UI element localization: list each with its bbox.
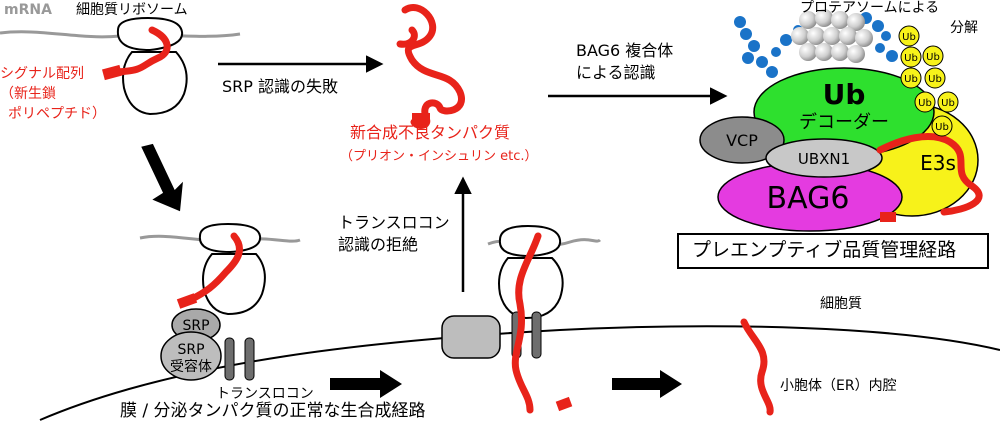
ub-tag-labels: Ub Ub Ub Ub Ub Ub Ub Ub (902, 32, 955, 133)
vcp-ellipse (699, 116, 785, 164)
translocon-right (244, 337, 255, 381)
misfolded-protein-loop (396, 26, 418, 48)
translocon-receptor (441, 315, 501, 359)
ribosome-small-2 (198, 222, 262, 254)
ub-decoder-title: Ub (823, 78, 866, 111)
misfolded-label-2: （プリオン・インシュリン etc.） (340, 149, 538, 164)
ub-decoder-subtitle: デコーダー (799, 112, 889, 133)
preemptive-pathway-box (677, 233, 989, 269)
ribosome-small-3 (498, 224, 562, 258)
nascent-chain-label-2: ポリペプチド） (8, 106, 106, 122)
ub-tag-7: Ub (941, 98, 955, 109)
arrow-normal-1 (330, 370, 402, 398)
translocon-label: トランスロコン (216, 386, 314, 402)
proteasome-core (791, 9, 873, 63)
translocon-3-right (531, 311, 542, 359)
bag6-complex (699, 9, 983, 232)
signal-sequence (102, 64, 123, 81)
ub-tag-3: Ub (926, 52, 940, 63)
ub-tag-5: Ub (928, 74, 942, 85)
nascent-chain-label-1: （新生鎖 (0, 86, 56, 102)
bag6-recog-label-1: BAG6 複合体 (576, 41, 674, 60)
translocon-reject-label-2: 認識の拒絶 (338, 235, 419, 254)
arrow-normal-2 (612, 370, 682, 398)
ub-tag-6: Ub (918, 98, 932, 109)
ubiquitin-chain-blue (734, 12, 898, 78)
misfolded-signal-sequence (412, 113, 430, 123)
arrow-down-to-srp (141, 143, 183, 212)
translocon-left (224, 337, 235, 381)
srp-receptor-label-1: SRP (177, 342, 204, 358)
ubxn1-label: UBXN1 (798, 150, 850, 168)
ubxn1-ellipse (765, 138, 883, 178)
substrate-signal (880, 212, 896, 222)
vcp-label: VCP (726, 131, 758, 150)
er-lumen-protein (740, 318, 774, 416)
ub-tag-8: Ub (935, 122, 949, 133)
free-ribosome (0, 16, 241, 116)
signal-sequence-3 (555, 396, 573, 412)
ub-tag-4: Ub (904, 74, 918, 85)
proteasome-label-2: 分解 (950, 20, 978, 36)
normal-pathway-label: 膜 / 分泌タンパク質の正常な生合成経路 (120, 401, 426, 421)
nascent-chain (114, 26, 171, 76)
er-lumen-label: 小胞体（ER）内腔 (780, 378, 897, 394)
signal-seq-label: シグナル配列 (0, 66, 84, 82)
bag6-label: BAG6 (767, 181, 850, 216)
misfolded-protein-chain (401, 4, 465, 129)
nascent-chain-2 (186, 232, 243, 304)
srp-failure-label: SRP 認識の失敗 (222, 77, 339, 96)
preemptive-pathway-label: プレエンプティブ品質管理経路 (692, 239, 957, 261)
ribosome-large-2 (202, 253, 266, 316)
ub-tags (898, 25, 959, 137)
cytoplasm-label: 細胞質 (820, 296, 862, 312)
proteasome-label-1: プロテアソームによる (800, 0, 940, 16)
mrna-label: mRNA (4, 2, 52, 18)
translocon-ribosome (441, 224, 602, 414)
srp-label: SRP (182, 318, 209, 334)
srp-receptor-ellipse (160, 331, 222, 381)
substrate-chain (876, 133, 983, 216)
ribosome-label: 細胞質リボソーム (76, 2, 188, 18)
srp-receptor-label-2: 受容体 (170, 358, 212, 375)
bag6-recog-label-2: による認識 (576, 63, 656, 82)
translocon-reject-label-1: トランスロコン (338, 213, 450, 232)
ribosome-small-subunit (116, 16, 184, 52)
ub-tag-1: Ub (902, 32, 916, 43)
e3s-label: E3s (920, 151, 956, 175)
ub-tag-2: Ub (904, 53, 918, 64)
signal-sequence-2 (176, 293, 198, 309)
srp-ribosome (139, 222, 301, 381)
ribosome-large-3 (498, 257, 564, 320)
nascent-chain-3 (511, 232, 542, 414)
misfolded-label-1: 新合成不良タンパク質 (350, 123, 511, 142)
